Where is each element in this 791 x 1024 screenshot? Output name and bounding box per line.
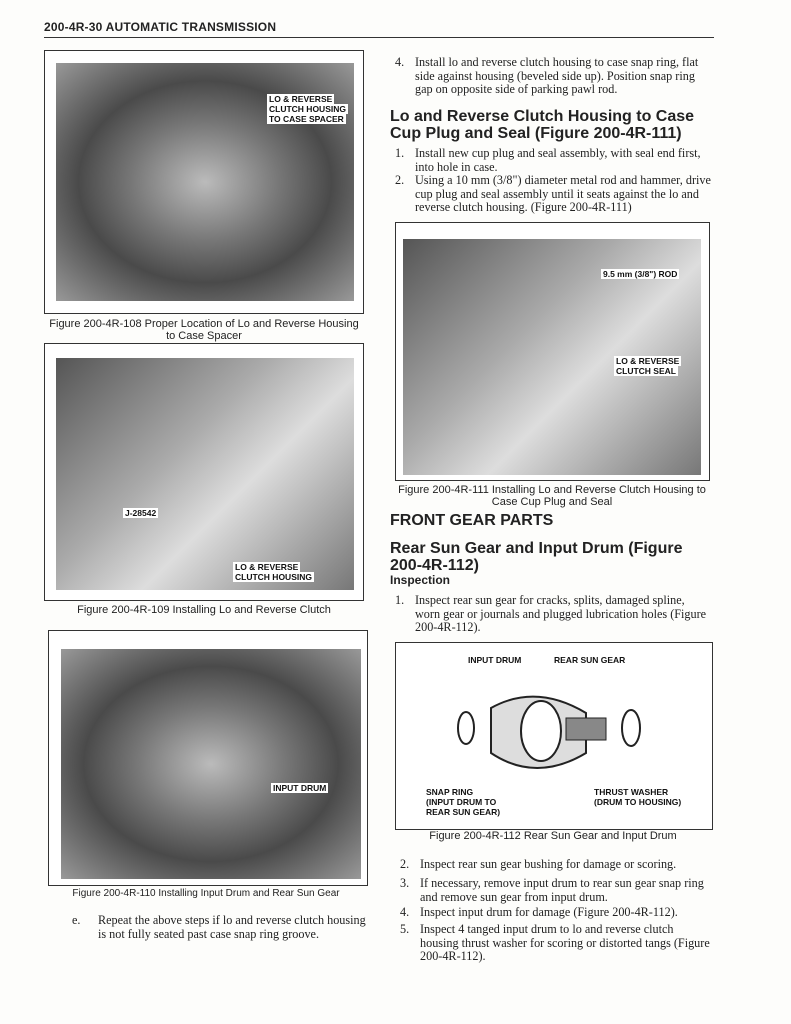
figure-111-caption: Figure 200-4R-111 Installing Lo and Reve… [398,484,706,508]
callout: J-28542 [123,508,159,518]
callout: LO & REVERSE [267,94,335,104]
callout: INPUT DRUM [271,783,329,793]
callout: (DRUM TO HOUSING) [592,797,684,807]
callout: INPUT DRUM [466,655,524,665]
input-drum-sun-gear-drawing [457,695,641,769]
page-header: 200-4R-30 AUTOMATIC TRANSMISSION [44,20,277,34]
callout: 9.5 mm (3/8") ROD [601,269,680,279]
callout: TO CASE SPACER [267,114,346,124]
callout: REAR SUN GEAR) [424,807,503,817]
subheading-inspection: Inspection [390,573,451,587]
figure-112-caption: Figure 200-4R-112 Rear Sun Gear and Inpu… [429,830,677,842]
callout: REAR SUN GEAR [552,655,628,665]
callout: LO & REVERSE [233,562,301,572]
figure-109-caption: Figure 200-4R-109 Installing Lo and Reve… [77,604,331,616]
figure-108: LO & REVERSE CLUTCH HOUSING TO CASE SPAC… [44,50,364,314]
callout: LO & REVERSE [614,356,682,366]
figure-109-photo [56,358,354,590]
figure-109: J-28542 LO & REVERSE CLUTCH HOUSING [44,343,364,601]
callout: THRUST WASHER [592,787,671,797]
callout: CLUTCH SEAL [614,366,678,376]
callout: CLUTCH HOUSING [267,104,348,114]
callout: (INPUT DRUM TO [424,797,499,807]
section-heading-rear-sun-gear: Rear Sun Gear and Input Drum (Figure 200… [390,540,683,574]
figure-108-caption: Figure 200-4R-108 Proper Location of Lo … [49,318,359,342]
callout: CLUTCH HOUSING [233,572,314,582]
callout: SNAP RING [424,787,476,797]
section-heading-cup-plug: Lo and Reverse Clutch Housing to Case Cu… [390,108,695,142]
figure-110: INPUT DRUM [48,630,368,886]
figure-112: INPUT DRUM REAR SUN GEAR SNAP RING (INPU… [395,642,713,830]
section-heading-front-gear: FRONT GEAR PARTS [390,512,554,529]
figure-110-photo [61,649,361,879]
header-rule [44,37,714,38]
figure-111: 9.5 mm (3/8") ROD LO & REVERSE CLUTCH SE… [395,222,710,481]
figure-110-caption: Figure 200-4R-110 Installing Input Drum … [72,888,340,899]
